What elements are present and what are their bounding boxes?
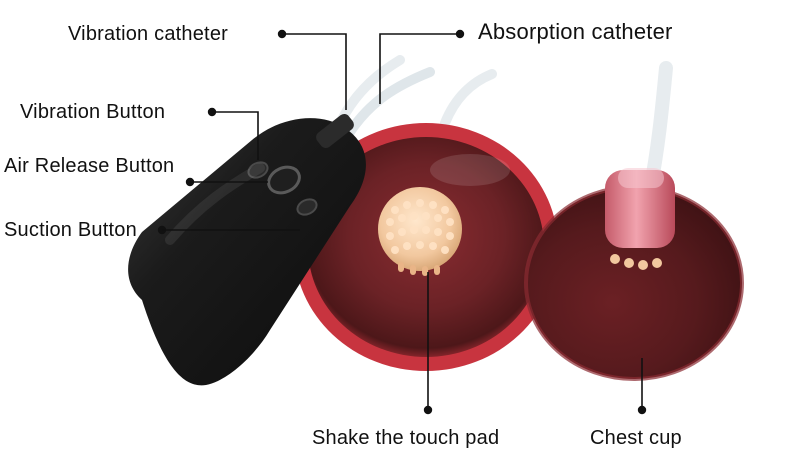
air-release-button-icon [267, 165, 301, 195]
cup-left-highlight [430, 154, 510, 186]
label-vibration-button: Vibration Button [20, 101, 166, 123]
cup-right [524, 168, 744, 381]
label-shake-touch-pad: Shake the touch pad [312, 427, 500, 449]
label-chest-cup: Chest cup [590, 427, 682, 449]
cup-right-cap [605, 168, 675, 270]
absorption-catheter-tube [345, 67, 435, 137]
shake-touch-pad [378, 187, 462, 276]
label-air-release-button: Air Release Button [4, 155, 175, 177]
label-suction-button: Suction Button [4, 219, 137, 241]
cup-right-body [526, 187, 742, 379]
label-vibration-catheter: Vibration catheter [68, 23, 228, 45]
vibration-button-icon [247, 161, 269, 179]
suction-button-icon [296, 198, 318, 216]
device-top-connector [316, 114, 354, 148]
cup-feed-tube-left [440, 69, 497, 128]
label-absorption-catheter: Absorption catheter [478, 19, 673, 44]
